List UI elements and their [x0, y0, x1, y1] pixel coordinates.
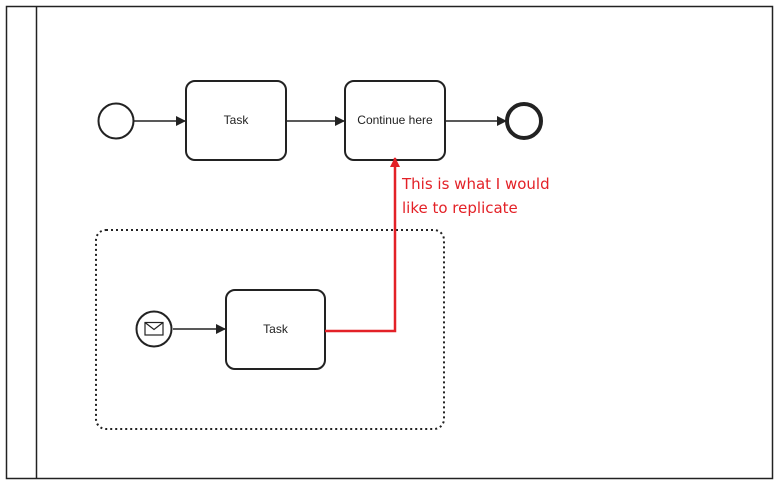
task-3[interactable]: Task — [225, 289, 326, 370]
start-event[interactable] — [97, 102, 135, 140]
task-continue-here-label: Continue here — [357, 113, 433, 127]
task-continue-here[interactable]: Continue here — [344, 80, 446, 161]
pool[interactable] — [5, 5, 774, 480]
task-1-label: Task — [224, 113, 250, 127]
task-3-label: Task — [263, 322, 289, 336]
task-1[interactable]: Task — [185, 80, 287, 161]
envelope-icon — [144, 321, 164, 336]
event-subprocess[interactable] — [95, 229, 445, 430]
highlight-connector[interactable] — [325, 157, 400, 333]
end-event[interactable] — [505, 102, 543, 140]
message-start-event[interactable] — [135, 310, 173, 348]
annotation-line-1: This is what I would — [401, 175, 550, 193]
annotation-line-2: like to replicate — [402, 199, 518, 217]
